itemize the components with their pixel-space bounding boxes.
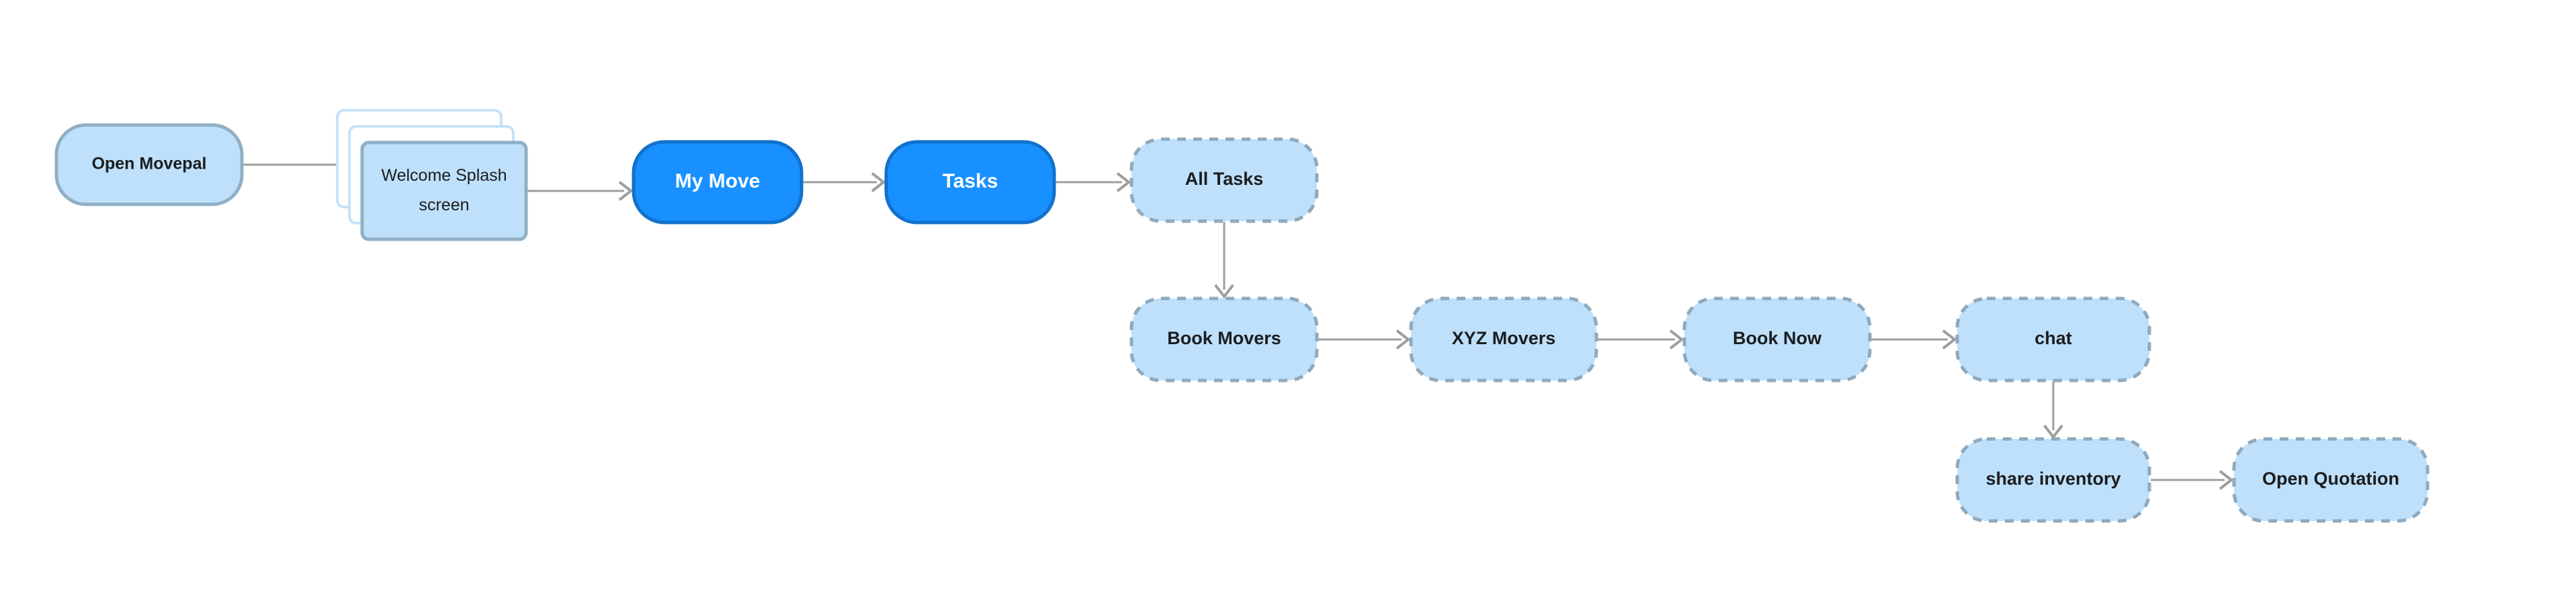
edge-welcome-splash-screen-to-my-move	[527, 181, 634, 201]
node-shape[interactable]	[1129, 137, 1319, 223]
node-share-inventory[interactable]: share inventory	[1955, 437, 2151, 523]
arrowhead-icon	[871, 172, 886, 192]
node-book-movers[interactable]: Book Movers	[1129, 296, 1319, 382]
node-label: XYZ Movers	[1452, 328, 1556, 348]
edge-all-tasks-to-book-movers	[1214, 222, 1234, 299]
arrowhead-icon	[2043, 424, 2063, 440]
arrowhead-icon	[1116, 172, 1131, 192]
node-label: share inventory	[1985, 469, 2120, 489]
node-all-tasks[interactable]: All Tasks	[1129, 137, 1319, 223]
node-shape[interactable]	[360, 140, 528, 241]
edge-share-inventory-to-open-quotation	[2151, 470, 2234, 490]
node-shape[interactable]	[1409, 296, 1598, 382]
node-xyz-movers[interactable]: XYZ Movers	[1409, 296, 1598, 382]
edge-book-now-to-chat	[1871, 329, 1957, 350]
edge-my-move-to-tasks	[803, 172, 886, 192]
node-label: Tasks	[943, 170, 998, 192]
edge-tasks-to-all-tasks	[1056, 172, 1131, 192]
node-shape[interactable]	[1129, 296, 1319, 382]
arrowhead-icon	[2219, 470, 2234, 490]
node-shape[interactable]	[2232, 437, 2430, 523]
arrowhead-icon	[1669, 329, 1684, 350]
node-shape[interactable]	[632, 140, 804, 225]
node-tasks[interactable]: Tasks	[884, 140, 1056, 225]
node-my-move[interactable]: My Move	[632, 140, 804, 225]
edges-layer	[243, 155, 2234, 490]
node-label: chat	[2034, 328, 2072, 348]
node-open-quotation[interactable]: Open Quotation	[2232, 437, 2430, 523]
node-label: All Tasks	[1185, 169, 1264, 189]
node-chat[interactable]: chat	[1955, 296, 2151, 382]
node-label: Book Now	[1733, 328, 1822, 348]
node-label: Open Movepal	[92, 155, 207, 173]
node-label: Book Movers	[1167, 328, 1281, 348]
node-open-movepal[interactable]: Open Movepal	[54, 123, 244, 206]
arrowhead-icon	[618, 181, 634, 201]
edge-xyz-movers-to-book-now	[1598, 329, 1684, 350]
node-shape[interactable]	[884, 140, 1056, 225]
node-shape[interactable]	[1955, 296, 2151, 382]
edge-chat-to-share-inventory	[2043, 381, 2063, 440]
node-shape[interactable]	[1682, 296, 1872, 382]
node-shape[interactable]	[54, 123, 244, 206]
node-book-now[interactable]: Book Now	[1682, 296, 1872, 382]
node-label: Open Quotation	[2262, 469, 2399, 489]
edge-book-movers-to-xyz-movers	[1318, 329, 1411, 350]
arrowhead-icon	[1942, 329, 1957, 350]
arrowhead-icon	[1396, 329, 1411, 350]
node-shape[interactable]	[1955, 437, 2151, 523]
arrowhead-icon	[1214, 284, 1234, 299]
node-label: My Move	[675, 170, 761, 192]
